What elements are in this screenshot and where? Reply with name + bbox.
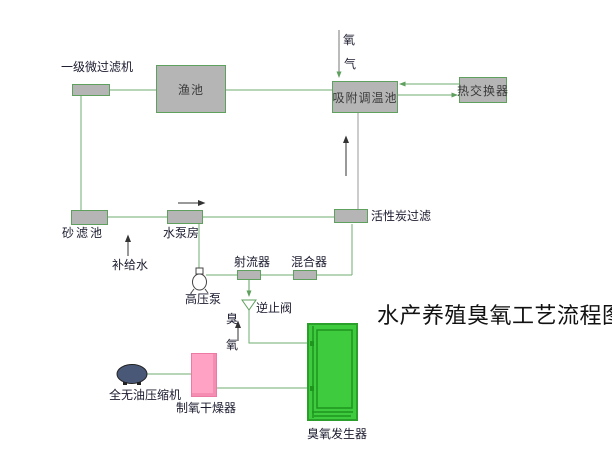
oxygen-dryer-label: 制氧干燥器 [176,401,237,415]
sand-filter-box [71,210,108,225]
oxygen-dryer-box [191,353,217,397]
jet-device-label: 射流器 [234,255,271,269]
compressor-label: 全无油压缩机 [109,388,182,402]
flow-direction-arrows [125,135,349,341]
pump-house-box [167,210,203,224]
check-valve-label: 逆止阀 [256,301,293,315]
jet-device-box [237,270,261,280]
micro-filter-label: 一级微过滤机 [61,60,134,74]
ozone-gas-label-char1: 臭 [226,312,239,326]
carbon-filter-label: 活性炭过滤 [371,209,432,223]
adsorption-pool-box: 吸附调温池 [332,81,398,113]
ozone-gas-label-char2: 氧 [226,338,239,352]
adsorption-pool-label: 吸附调温池 [332,90,398,105]
oxygen-gas-label-char2: 气 [344,57,357,71]
micro-filter-box [72,84,110,96]
green-pipes [80,89,353,389]
compressor-icon [116,364,148,385]
oxygen-gas-label-char1: 氧 [343,33,356,47]
diagram-title: 水产养殖臭氧工艺流程图 [377,303,612,328]
fish-pond-box: 渔池 [156,65,226,113]
makeup-water-label: 补给水 [112,258,149,272]
high-pressure-pump-icon [190,267,209,294]
heat-exchanger-label: 热交换器 [457,83,510,98]
check-valve-icon [241,299,257,311]
high-pressure-pump-label: 高压泵 [185,292,222,306]
ozone-generator-icon [307,323,358,421]
fish-pond-label: 渔池 [177,82,204,97]
carbon-filter-box [334,209,368,223]
pump-house-label: 水泵房 [163,226,200,240]
sand-filter-label: 砂滤池 [62,226,105,240]
ozone-generator-label: 臭氧发生器 [307,427,368,441]
mixer-box [293,270,317,280]
mixer-label: 混合器 [291,255,328,269]
heat-exchanger-box: 热交换器 [457,77,510,103]
